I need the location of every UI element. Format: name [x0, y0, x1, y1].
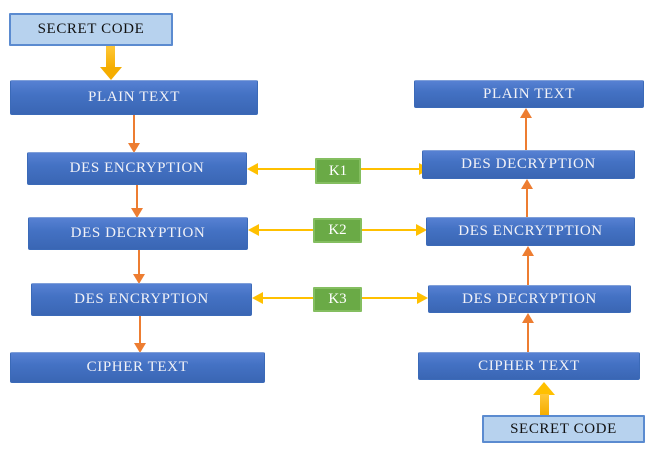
cipher-text-right-box: CIPHER TEXT — [418, 352, 640, 380]
des-encryption-2-box: DES ENCRYPTION — [31, 283, 252, 316]
des-encryption-1-box: DES ENCRYPTION — [27, 152, 247, 185]
plain-text-right-box: PLAIN TEXT — [414, 80, 644, 108]
des-decryption-right-bottom-box: DES DECRYPTION — [428, 285, 631, 313]
key-k2-box: K2 — [313, 218, 362, 243]
plain-text-left-box: PLAIN TEXT — [10, 80, 258, 115]
des-decryption-left-box: DES DECRYPTION — [28, 217, 248, 250]
key-k3-box: K3 — [313, 287, 362, 312]
secret-code-top-box: SECRET CODE — [9, 13, 173, 46]
des-encrytption-right-box: DES ENCRYTPTION — [426, 217, 635, 246]
key-k1-box: K1 — [315, 158, 361, 184]
des-decryption-right-top-box: DES DECRYPTION — [422, 150, 635, 179]
cipher-text-left-box: CIPHER TEXT — [10, 352, 265, 383]
secret-code-bottom-box: SECRET CODE — [482, 415, 645, 443]
